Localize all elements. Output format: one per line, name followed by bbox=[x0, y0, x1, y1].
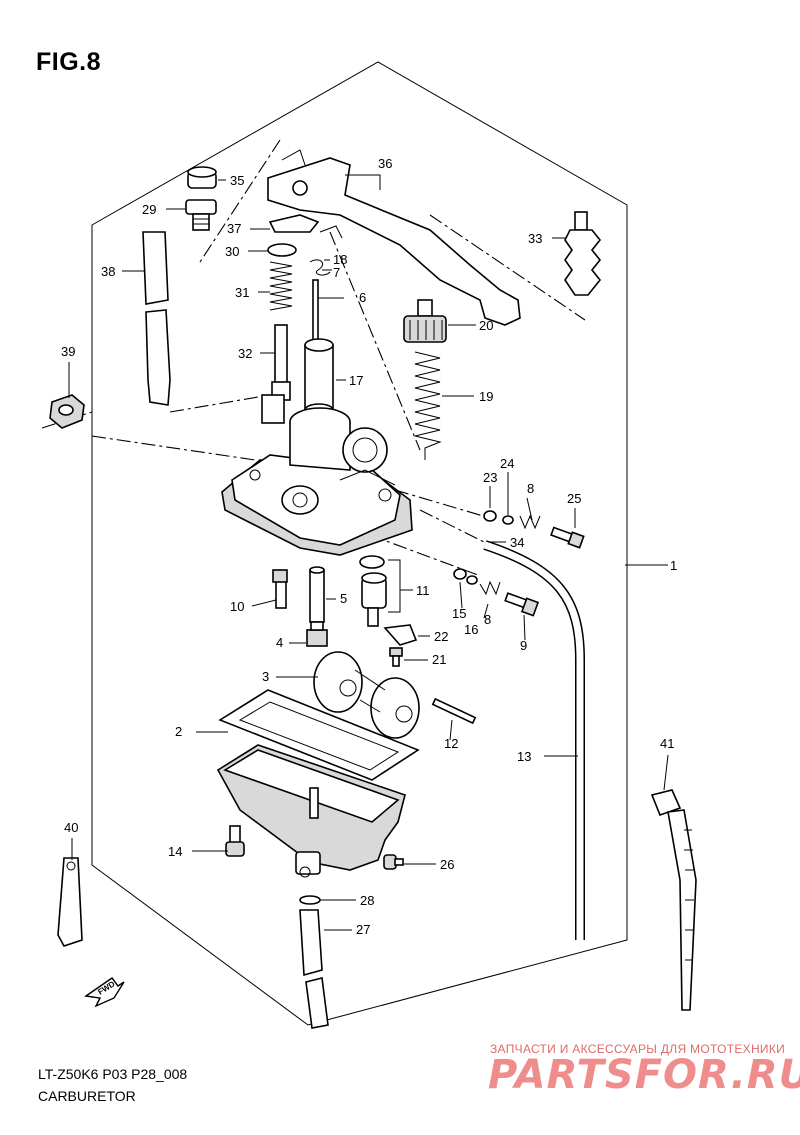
callout-4: 4 bbox=[276, 635, 283, 650]
washer-23 bbox=[483, 510, 497, 522]
callout-30: 30 bbox=[225, 244, 239, 259]
float-gasket bbox=[218, 689, 420, 781]
jet-needle bbox=[312, 279, 319, 341]
adjuster-spring bbox=[414, 351, 442, 460]
pilot-jet bbox=[272, 569, 288, 609]
needle-clip bbox=[309, 259, 331, 276]
callout-15: 15 bbox=[452, 606, 466, 621]
screw-14 bbox=[225, 825, 245, 857]
main-jet bbox=[306, 621, 328, 647]
callout-12: 12 bbox=[444, 736, 458, 751]
callout-22: 22 bbox=[434, 629, 448, 644]
cable-boot bbox=[564, 211, 602, 296]
drain-hose bbox=[299, 909, 329, 1029]
callout-9: 9 bbox=[520, 638, 527, 653]
callout-33: 33 bbox=[528, 231, 542, 246]
callout-18: 18 bbox=[333, 252, 347, 267]
float-valve bbox=[359, 555, 387, 627]
screw-26 bbox=[383, 854, 404, 870]
o-ring-16 bbox=[466, 575, 478, 585]
callout-5: 5 bbox=[340, 591, 347, 606]
watermark-logo: PARTSFOR.RU bbox=[488, 1052, 800, 1098]
hose-guide bbox=[57, 857, 83, 947]
callout-24: 24 bbox=[500, 456, 514, 471]
callout-39: 39 bbox=[61, 344, 75, 359]
callout-35: 35 bbox=[230, 173, 244, 188]
spring-8-top bbox=[519, 514, 541, 530]
figure-title: FIG.8 bbox=[36, 48, 102, 76]
spring-8-bottom bbox=[479, 580, 501, 596]
callout-40: 40 bbox=[64, 820, 78, 835]
idle-screw-25 bbox=[550, 526, 585, 549]
lever-plate bbox=[268, 214, 320, 233]
callout-23: 23 bbox=[483, 470, 497, 485]
washer-15 bbox=[453, 568, 467, 580]
air-screw-9 bbox=[504, 592, 540, 617]
callout-41: 41 bbox=[660, 736, 674, 751]
o-ring-24 bbox=[502, 515, 514, 525]
callout-3: 3 bbox=[262, 669, 269, 684]
callout-27: 27 bbox=[356, 922, 370, 937]
callout-16: 16 bbox=[464, 622, 478, 637]
callout-6: 6 bbox=[359, 290, 366, 305]
callout-31: 31 bbox=[235, 285, 249, 300]
diagram-code: LT-Z50K6 P03 P28_008 bbox=[38, 1066, 188, 1082]
hex-nut bbox=[49, 394, 85, 429]
diagram-title: CARBURETOR bbox=[38, 1088, 136, 1104]
float-chamber bbox=[216, 744, 406, 878]
callout-numbers: 1 2 3 4 5 6 7 8 8 9 10 11 12 13 14 15 16… bbox=[61, 156, 677, 937]
throttle-spring bbox=[269, 261, 293, 311]
carb-cap bbox=[187, 166, 217, 189]
float bbox=[313, 651, 420, 739]
carburetor-body bbox=[221, 394, 413, 556]
callout-36: 36 bbox=[378, 156, 392, 171]
callout-37: 37 bbox=[227, 221, 241, 236]
breather-hose bbox=[142, 231, 171, 406]
hose-clip bbox=[299, 895, 321, 905]
throttle-valve bbox=[304, 338, 334, 417]
callout-21: 21 bbox=[432, 652, 446, 667]
float-pin bbox=[431, 697, 477, 725]
assembly-outline bbox=[91, 61, 628, 1026]
callout-25: 25 bbox=[567, 491, 581, 506]
callout-17: 17 bbox=[349, 373, 363, 388]
callout-10: 10 bbox=[230, 599, 244, 614]
callout-32: 32 bbox=[238, 346, 252, 361]
callout-29: 29 bbox=[142, 202, 156, 217]
callout-34: 34 bbox=[510, 535, 524, 550]
watermark-caption: ЗАПЧАСТИ И АКСЕССУАРЫ ДЛЯ МОТОТЕХНИКИ bbox=[490, 1042, 786, 1056]
cap-washer bbox=[267, 243, 297, 257]
callout-8a: 8 bbox=[527, 481, 534, 496]
callout-19: 19 bbox=[479, 389, 493, 404]
callout-20: 20 bbox=[479, 318, 493, 333]
callout-38: 38 bbox=[101, 264, 115, 279]
callout-8b: 8 bbox=[484, 612, 491, 627]
callout-2: 2 bbox=[175, 724, 182, 739]
callout-1: 1 bbox=[670, 558, 677, 573]
throttle-lever bbox=[267, 149, 521, 326]
callout-7: 7 bbox=[333, 265, 340, 280]
callout-11: 11 bbox=[416, 583, 430, 598]
plate-tab bbox=[319, 225, 343, 239]
callout-26: 26 bbox=[440, 857, 454, 872]
adjuster-cap bbox=[403, 299, 447, 343]
callout-28: 28 bbox=[360, 893, 374, 908]
overflow-tube-inner bbox=[483, 541, 584, 940]
needle-jet bbox=[309, 566, 325, 623]
cable-tie bbox=[650, 789, 697, 1011]
screw-21 bbox=[389, 647, 403, 667]
callout-14: 14 bbox=[168, 844, 182, 859]
float-clip bbox=[383, 624, 418, 646]
leader-lines bbox=[68, 174, 669, 931]
fwd-arrow: FWD bbox=[84, 977, 125, 1008]
top-cap-nut bbox=[185, 199, 217, 231]
callout-13: 13 bbox=[517, 749, 531, 764]
throttle-rod bbox=[271, 324, 291, 401]
